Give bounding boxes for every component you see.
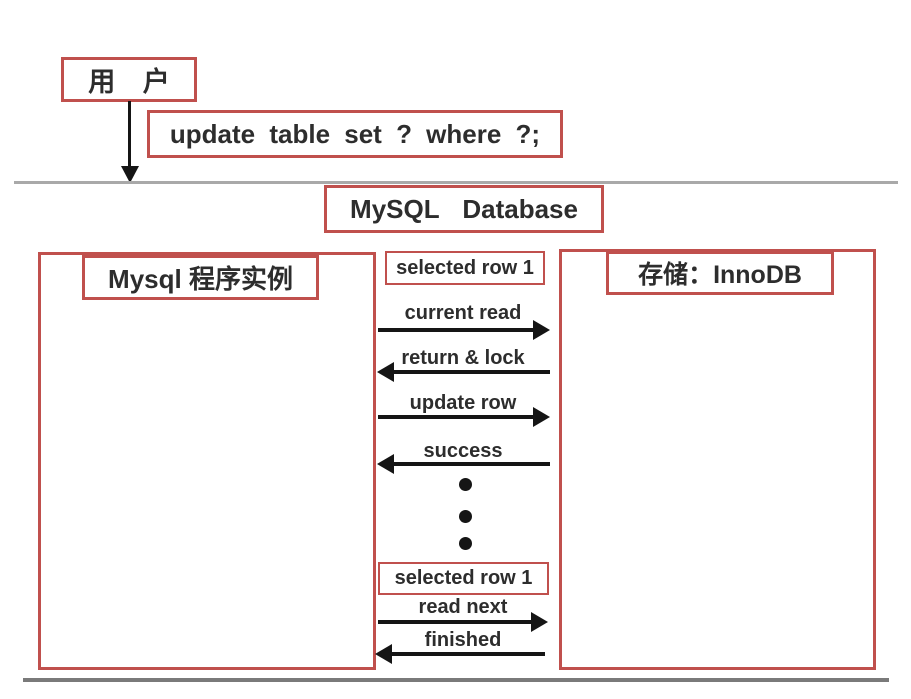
sql-query-label: update table set ? where ?; — [169, 118, 541, 149]
arrow-right-read-next — [378, 612, 548, 632]
user-to-db-arrow-head — [121, 166, 139, 183]
selected-row-bottom-label: selected row 1 — [394, 567, 533, 589]
arrow-left-finished — [375, 644, 545, 664]
mysql-instance-label-box: Mysql 程序实例 — [82, 255, 319, 300]
mysql-instance-label: Mysql 程序实例 — [108, 264, 293, 294]
arrow-right-update-row — [378, 407, 550, 427]
user-box: 用 户 — [61, 57, 197, 102]
message-label-finished: finished — [424, 629, 502, 651]
message-label-return-lock: return & lock — [401, 347, 525, 369]
message-label-current-read: current read — [404, 302, 522, 324]
user-to-db-arrow-line — [128, 101, 131, 169]
selected-row-bottom-box: selected row 1 — [378, 562, 549, 595]
user-box-label: 用 户 — [88, 67, 180, 97]
mysql-database-label: MySQL Database — [350, 193, 578, 224]
ellipsis-dot — [459, 537, 472, 550]
sql-query-box: update table set ? where ?; — [147, 110, 563, 158]
ellipsis-dot — [459, 510, 472, 523]
innodb-storage-container — [559, 249, 876, 670]
mysql-instance-container — [38, 252, 376, 670]
bottom-divider-line — [23, 678, 889, 682]
arrow-left-return-lock — [377, 362, 550, 382]
arrow-right-current-read — [378, 320, 550, 340]
mysql-database-box: MySQL Database — [324, 185, 604, 233]
message-label-success: success — [423, 440, 503, 462]
top-divider-line — [14, 181, 898, 184]
message-label-update-row: update row — [409, 392, 517, 414]
message-label-read-next: read next — [418, 596, 508, 618]
arrow-left-success — [377, 454, 550, 474]
innodb-storage-label: 存储：InnoDB — [638, 261, 802, 289]
selected-row-top-label: selected row 1 — [396, 256, 534, 279]
ellipsis-dot — [459, 478, 472, 491]
selected-row-top-box: selected row 1 — [385, 251, 545, 285]
innodb-storage-label-box: 存储：InnoDB — [606, 251, 834, 295]
